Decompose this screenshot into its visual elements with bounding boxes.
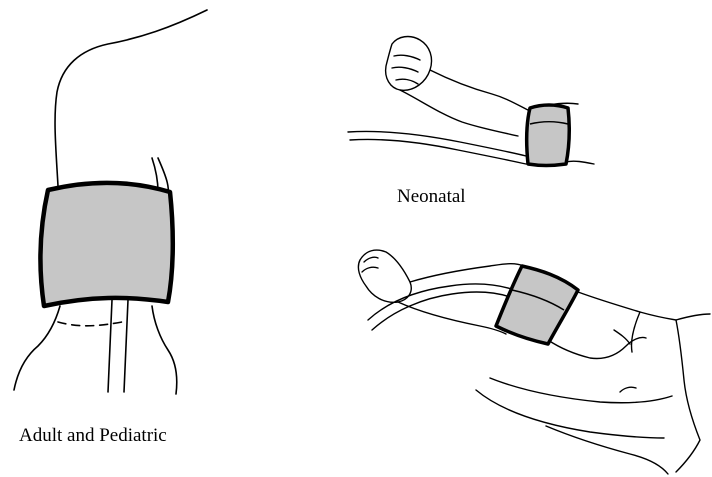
neonatal-caption: Neonatal [397,187,466,206]
neonatal-leg-cuff [496,266,578,344]
adult-and-pediatric-caption: Adult and Pediatric [19,426,167,445]
